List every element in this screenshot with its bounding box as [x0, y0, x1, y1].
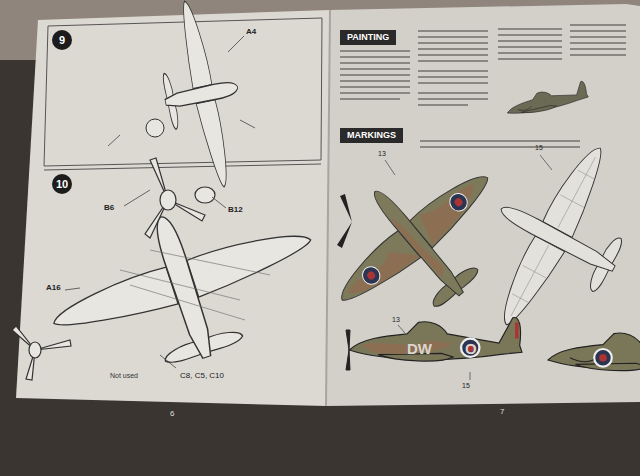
callout-label: 15: [535, 144, 543, 152]
page-number: 6: [170, 410, 174, 419]
callout-label: B12: [228, 206, 243, 215]
callout-label: A16: [46, 284, 61, 293]
code-letter: DW: [407, 341, 432, 358]
callout-label: Not used: [110, 372, 138, 380]
code-letter: O: [465, 341, 477, 358]
page-number: 7: [500, 408, 504, 417]
header-text: PAINTING: [347, 33, 389, 43]
step-number-text: 10: [56, 178, 68, 190]
callout-label: A4: [246, 28, 256, 37]
step-number-text: 9: [59, 34, 65, 46]
callout-label: 15: [462, 382, 470, 390]
callout-label: 13: [378, 150, 386, 158]
section-header: MARKINGS: [340, 128, 403, 143]
section-header: PAINTING: [340, 30, 396, 45]
callout-label: 13: [392, 316, 400, 324]
header-text: MARKINGS: [347, 131, 396, 141]
callout-label: B6: [104, 204, 114, 213]
callout-label: C8, C5, C10: [180, 372, 224, 381]
